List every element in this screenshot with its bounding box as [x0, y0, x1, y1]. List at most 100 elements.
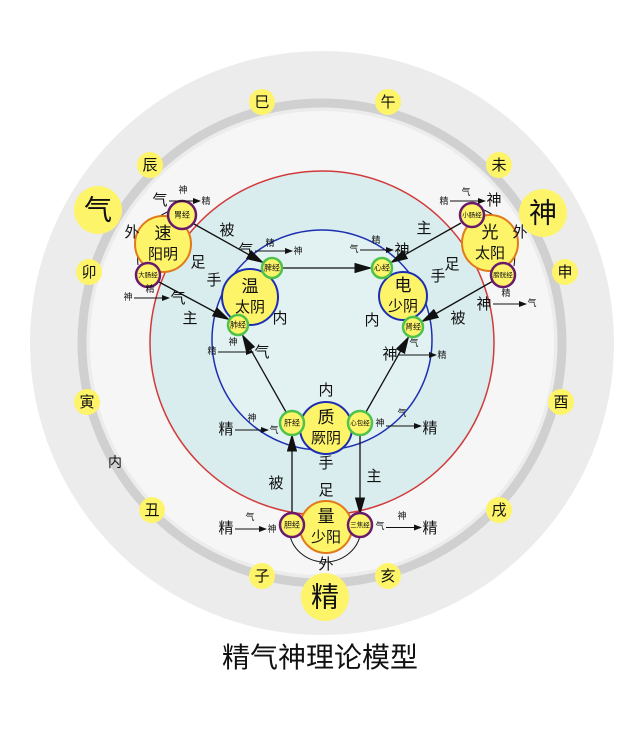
big-shen-circle	[519, 189, 567, 237]
taiyin-meridian-1	[260, 256, 284, 280]
taiyang-meridian-1-label: 小肠经	[462, 210, 482, 219]
label-shen: 神	[476, 295, 491, 313]
taiyin-label-1: 温	[242, 277, 259, 297]
taiyin-meridian-1-label: 脾经	[264, 263, 280, 273]
label-qi: 气	[461, 186, 470, 198]
label-bei: 被	[219, 221, 234, 239]
taiyin-meridian-2-label: 肺经	[230, 320, 246, 330]
shaoyin-label-2: 少阴	[388, 297, 418, 315]
label-bei: 被	[268, 474, 283, 492]
shaoyin-meridian-1-label: 心经	[374, 263, 390, 273]
shaoyin-label-1: 电	[395, 276, 412, 296]
branch-marker	[486, 497, 512, 523]
branch-marker	[249, 89, 275, 115]
branch-marker	[139, 497, 165, 523]
label-qi: 气	[170, 289, 185, 307]
arrow-dachang-fei	[158, 281, 231, 321]
label-shen: 神	[397, 510, 406, 522]
branch-label: 丑	[144, 501, 159, 519]
label-zhu: 主	[416, 219, 431, 237]
label-shen: 神	[267, 523, 276, 535]
branch-label: 子	[254, 567, 269, 585]
label-jing: 精	[218, 420, 233, 438]
label-shou: 手	[430, 267, 445, 285]
label-qi: 气	[269, 424, 278, 436]
shaoyin-meridian-2	[401, 315, 425, 339]
taiyin-label-2: 太阴	[235, 298, 265, 316]
arrow-xinbao-shen	[365, 335, 410, 413]
label-jing: 精	[501, 287, 510, 299]
label-qi: 气	[245, 511, 254, 523]
branch-marker	[74, 389, 100, 415]
label-shen: 神	[382, 345, 397, 363]
label-shen: 神	[228, 336, 237, 348]
label-shen: 神	[394, 241, 409, 259]
yangming-meridian-1-label: 胃经	[174, 210, 190, 220]
label-jing: 精	[201, 195, 210, 207]
page-title: 精气神理论模型	[221, 641, 418, 674]
label-qi: 气	[349, 243, 358, 255]
label-zhu: 主	[366, 467, 381, 485]
label-zu: 足	[444, 255, 459, 273]
arrow-xiaochang-xin	[389, 222, 462, 264]
jueyin-meridian-1-label: 肝经	[284, 418, 300, 428]
label-jing: 精	[437, 349, 446, 361]
branch-label: 午	[380, 93, 395, 111]
label-nei: 内	[318, 381, 333, 399]
label-qi: 气	[397, 407, 406, 419]
label-shen: 神	[486, 191, 501, 209]
label-qi: 气	[527, 297, 536, 309]
label-nei: 内	[272, 309, 287, 327]
shaoyang-label-2: 少阳	[311, 528, 341, 546]
taiyang-circle	[461, 214, 519, 272]
arrow-gan-fei	[241, 333, 287, 413]
label-zu: 足	[190, 253, 205, 271]
shaoyin-circle	[378, 271, 428, 321]
branch-marker	[76, 259, 102, 285]
taiyin-meridian-2	[226, 313, 250, 337]
shaoyang-label-1: 量	[318, 507, 335, 527]
label-zhu: 主	[182, 309, 197, 327]
shaoyang-meridian-1-label: 胆经	[284, 520, 300, 530]
diagram-content: 巳午未申酉戌亥子丑寅卯辰气神精内速阳明胃经大肠经温太阴脾经肺经电少阴心经肾经光太…	[74, 89, 578, 621]
label-shen: 神	[375, 417, 384, 429]
branch-marker	[249, 563, 275, 589]
big-jing-circle	[301, 573, 349, 621]
label-qi: 气	[238, 241, 253, 259]
label-bei: 被	[450, 309, 465, 327]
taiyang-meridian-2	[489, 261, 517, 289]
label-qi: 气	[254, 343, 269, 361]
shaoyang-meridian-2	[346, 511, 374, 539]
branch-marker	[375, 89, 401, 115]
label-wai: 外	[318, 555, 333, 573]
label-jing: 精	[439, 195, 448, 207]
label-wai: 外	[124, 223, 139, 241]
jueyin-meridian-2	[346, 409, 374, 437]
label-shen: 神	[247, 412, 256, 424]
taiyang-meridian-1	[458, 201, 486, 229]
branch-label: 巳	[254, 93, 269, 111]
taiyin-circle	[221, 268, 279, 326]
label-jing: 精	[218, 519, 233, 537]
label-nei: 内	[364, 311, 379, 329]
branch-label: 酉	[553, 393, 568, 411]
yangming-label-2: 阳明	[148, 245, 178, 263]
shaoyin-meridian-1	[370, 256, 394, 280]
yangming-circle	[134, 215, 192, 273]
jueyin-label-1: 质	[318, 408, 335, 428]
shaoyang-meridian-1	[278, 511, 306, 539]
big-qi-circle	[74, 186, 122, 234]
jueyin-meridian-2-label: 心包经	[350, 418, 370, 427]
label-shen: 神	[123, 291, 132, 303]
big-jing-label: 精	[311, 581, 339, 614]
yangming-label-1: 速	[155, 224, 172, 244]
branch-label: 申	[557, 263, 572, 281]
label-jing: 精	[207, 345, 216, 357]
branch-label: 未	[491, 156, 506, 174]
taiyang-meridian-2-label: 膀胱经	[493, 270, 513, 279]
shaoyin-meridian-2-label: 肾经	[405, 322, 421, 332]
taiyang-label-1: 光	[482, 223, 499, 243]
branch-marker	[486, 152, 512, 178]
taiyang-label-2: 太阳	[475, 244, 505, 262]
